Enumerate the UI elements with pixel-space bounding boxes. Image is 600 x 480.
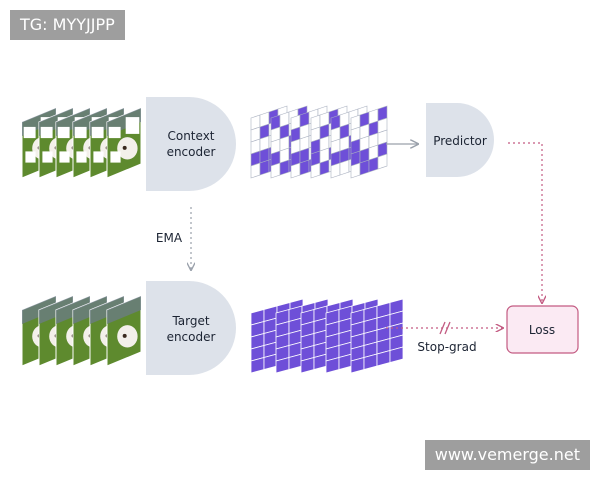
predictor-to-loss-arrow xyxy=(508,142,542,303)
patch-empty xyxy=(310,162,321,179)
target-encoder-label-line2: encoder xyxy=(167,330,216,344)
patch-filled xyxy=(319,159,330,176)
target-image-frame xyxy=(106,295,142,367)
patch-filled xyxy=(368,156,379,173)
watermark-bottom-right: www.vemerge.net xyxy=(424,440,590,470)
target-encoder-node: Target encoder xyxy=(146,281,236,375)
patch-filled xyxy=(389,346,404,364)
patch-empty xyxy=(270,162,281,179)
context-encoder-node: Context encoder xyxy=(146,97,236,191)
target-patch-stack xyxy=(250,298,404,374)
watermark-top-left: TG: MYYJJPP xyxy=(10,10,125,40)
patch-empty xyxy=(339,159,350,176)
patch-filled xyxy=(259,159,270,176)
patch-filled xyxy=(359,159,370,176)
context-patch-grid xyxy=(350,105,388,179)
context-patch-stack xyxy=(250,105,388,179)
patch-empty xyxy=(350,162,361,179)
predictor-node: Predictor xyxy=(426,103,494,177)
context-image-stack xyxy=(21,107,142,179)
stop-grad-label: Stop-grad xyxy=(417,340,476,354)
patch-empty xyxy=(377,153,388,170)
patch-empty xyxy=(330,162,341,179)
context-encoder-label-line2: encoder xyxy=(167,145,216,159)
target-encoder-label-line1: Target xyxy=(171,314,209,328)
ema-label: EMA xyxy=(156,231,183,245)
predictor-label: Predictor xyxy=(433,134,487,148)
context-image-frame xyxy=(106,107,142,179)
patch-empty xyxy=(250,162,261,179)
patch-empty xyxy=(290,162,301,179)
stop-grad-mark xyxy=(439,321,451,335)
patch-filled xyxy=(279,159,290,176)
context-encoder-label-line1: Context xyxy=(167,129,214,143)
target-image-stack xyxy=(21,295,142,367)
patch-filled xyxy=(299,159,310,176)
loss-label: Loss xyxy=(529,323,555,337)
loss-node: Loss xyxy=(506,305,579,354)
target-patch-grid xyxy=(350,298,404,374)
